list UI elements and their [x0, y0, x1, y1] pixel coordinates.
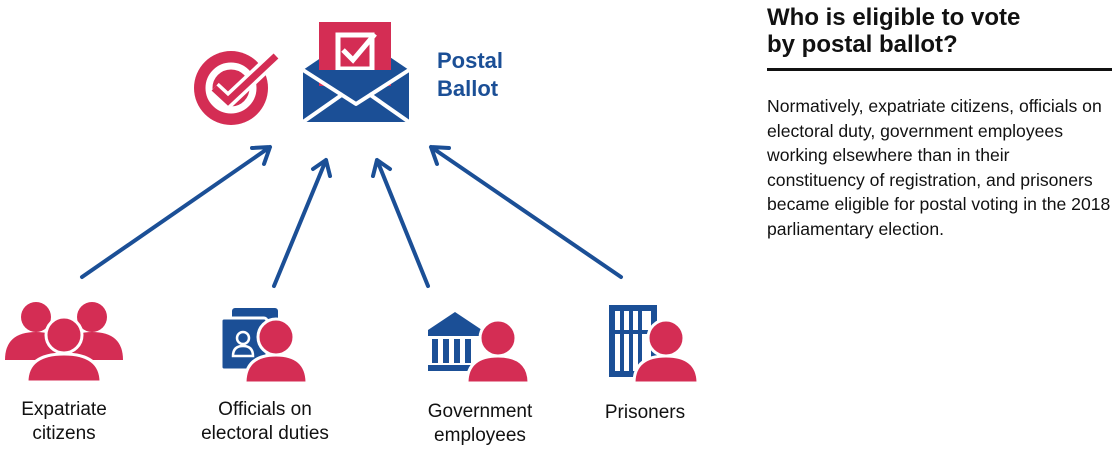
check-badge-icon [194, 50, 281, 125]
arrow-expat [80, 145, 272, 279]
group-label-government-employees: Government employees [427, 401, 533, 446]
people-group-icon [5, 302, 123, 384]
sidebar-title: Who is eligible to vote by postal ballot… [767, 4, 1021, 58]
sidebar-text: Normatively, expatriate citizens, offici… [767, 96, 1111, 239]
official-id-icon [219, 308, 309, 385]
arrow-officials [272, 158, 332, 288]
prison-cell-icon [609, 305, 700, 385]
arrow-government [371, 158, 430, 288]
envelope-ballot-icon [301, 22, 411, 124]
group-label-prisoners: Prisoners [604, 402, 686, 423]
arrow-prisoners [429, 145, 623, 279]
group-label-expatriate-citizens: Expatriate citizens [21, 399, 107, 444]
government-building-icon [428, 312, 531, 385]
sidebar-divider [767, 68, 1112, 71]
arrows [80, 145, 623, 288]
postal-ballot-label: Postal Ballot [437, 48, 504, 101]
group-label-officials: Officials on electoral duties [201, 399, 329, 444]
postal-ballot-diagram [5, 22, 700, 385]
